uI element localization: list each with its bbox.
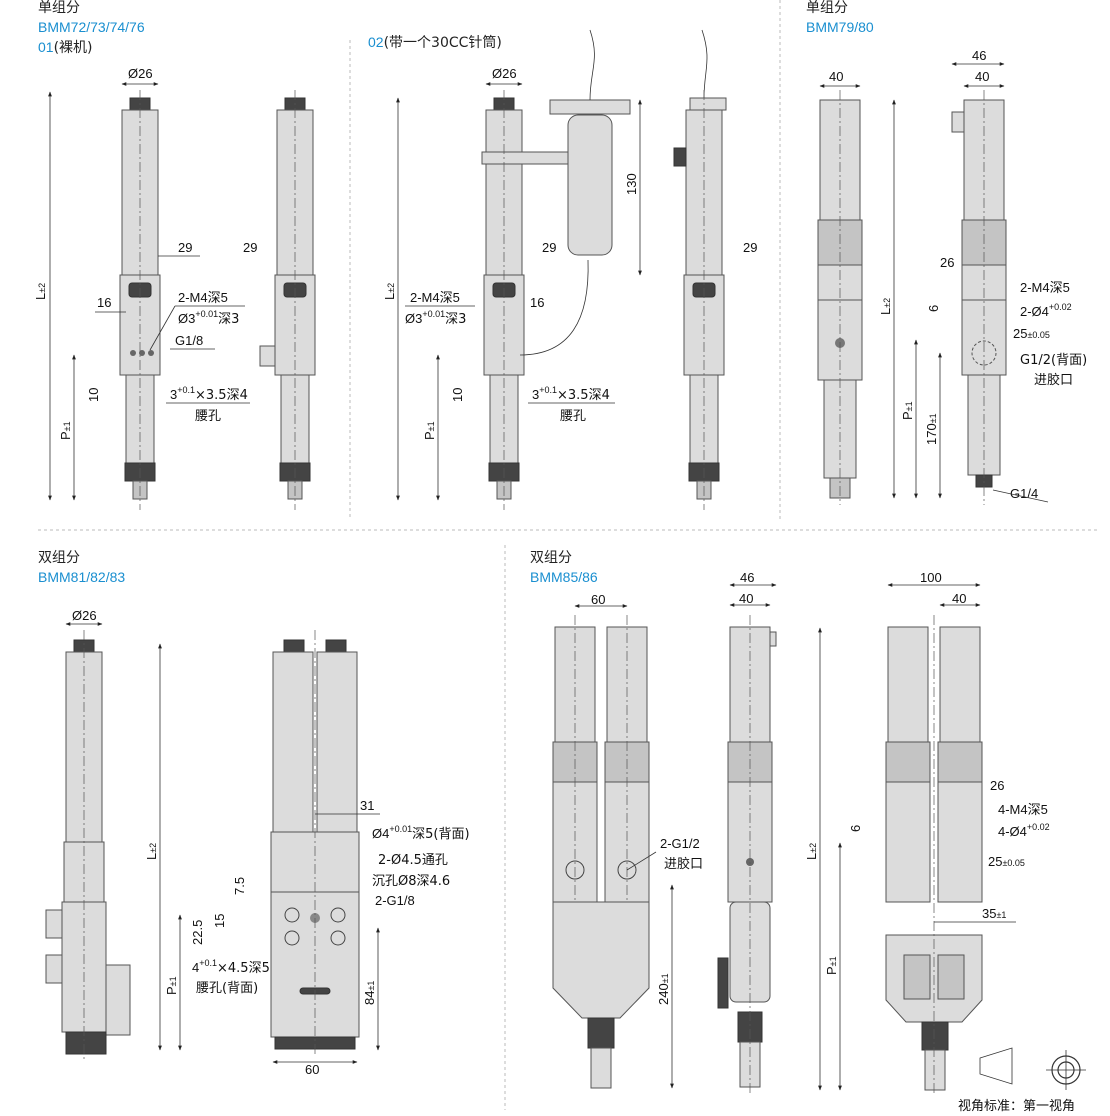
label-phi4-pair: 2-Ø4+0.02 [1020,302,1072,319]
dim-40-c: 40 [739,591,753,606]
dim-35: 35±1 [982,906,1006,921]
dim-60-b: 60 [591,592,605,607]
dim-40: 40 [829,69,843,84]
dim-dia26: Ø26 [128,66,153,81]
dim-6-b: 6 [848,825,863,832]
dim-29: 29 [178,240,192,255]
label-counterbore: 沉孔Ø8深4.6 [372,874,450,889]
dim-length-L-e: L±2 [804,843,819,860]
dim-length-L: L±2 [33,283,48,300]
leader-line [626,851,657,871]
bmm85-rear-view [885,615,983,1095]
dim-22-5: 22.5 [190,920,205,945]
dim-6: 6 [926,305,941,312]
dim-84: 84±1 [362,981,377,1005]
dim-40-b: 40 [975,69,989,84]
dim-15: 15 [212,914,227,928]
bmm81-side-view [45,630,131,1060]
section4-model-list: BMM85/86 [530,569,598,585]
dim-26: 26 [940,255,954,270]
dim-25-tol-b: 25±0.05 [988,854,1025,869]
label-g12-pair: 2-G1/2 [660,836,700,851]
dim-dia26-b: Ø26 [492,66,517,81]
dim-29-c: 29 [743,240,757,255]
bmm72-side-view [259,90,316,510]
dim-100: 100 [920,570,942,585]
bmm79-side-view [951,90,1007,505]
dim-40-d: 40 [952,591,966,606]
label-slot-4: 4+0.1×4.5深5 [192,958,270,976]
leader-line [992,489,1049,503]
dim-position-P-d: P±1 [164,976,179,995]
label-m4-depth5-b: 2-M4深5 [410,290,460,305]
dim-length-L-c: L±2 [878,298,893,315]
label-slot: 3+0.1×3.5深4 [170,385,248,403]
label-phi4-back: Ø4+0.01深5(背面) [372,824,470,842]
leader-line [149,305,176,351]
label-phi4-quad: 4-Ø4+0.02 [998,822,1050,839]
label-hole-phi3-b: Ø3+0.01深3 [405,309,466,327]
label-waist-hole: 腰孔 [195,409,221,424]
variant02-label: 02(带一个30CC针筒) [368,34,502,51]
dim-25-tol: 25±0.05 [1013,326,1050,341]
section1-model-list: BMM72/73/74/76 [38,19,145,35]
section2-model-list: BMM79/80 [806,19,874,35]
section1-group-title: 单组分 [38,0,80,16]
dim-16: 16 [97,295,111,310]
label-through-hole: 2-Ø4.5通孔 [378,853,448,868]
dim-dia26-c: Ø26 [72,608,97,623]
label-g12-back: G1/2(背面) [1020,353,1087,368]
dim-29-side: 29 [243,240,257,255]
dim-60: 60 [305,1062,319,1077]
label-m4-quad: 4-M4深5 [998,802,1048,817]
label-inlet-2: 进胶口 [664,856,703,872]
dim-10: 10 [86,388,101,402]
dim-26-b: 26 [990,778,1004,793]
dim-position-P-e: P±1 [824,956,839,975]
label-g14: G1/4 [1010,486,1038,501]
dim-46-b: 46 [740,570,754,585]
section4-group-title: 双组分 [530,550,572,566]
label-g18: G1/8 [175,333,203,348]
bmm72-syringe-side-view [673,29,727,510]
label-waist-back: 腰孔(背面) [196,981,258,996]
dim-16-b: 16 [530,295,544,310]
label-m4-depth5-c: 2-M4深5 [1020,280,1070,295]
dim-46: 46 [972,48,986,63]
dim-240: 240±1 [656,973,671,1005]
dim-7-5: 7.5 [232,877,247,895]
dim-10-b: 10 [450,388,465,402]
dim-29-b: 29 [542,240,556,255]
label-m4-depth5: 2-M4深5 [178,290,228,305]
label-waist-hole-b: 腰孔 [560,409,586,424]
label-g18-pair: 2-G1/8 [375,893,415,908]
label-slot-b: 3+0.1×3.5深4 [532,385,610,403]
dim-position-P-c: P±1 [900,401,915,420]
dim-position-P: P±1 [58,421,73,440]
dim-length-L-b: L±2 [382,283,397,300]
bmm79-front-view [817,90,863,505]
first-angle-projection-icon [979,1047,1086,1090]
bmm72-syringe-front-view [481,29,631,510]
dim-130: 130 [624,173,639,195]
dim-position-P-b: P±1 [422,421,437,440]
section3-model-list: BMM81/82/83 [38,569,125,585]
label-hole-phi3: Ø3+0.01深3 [178,309,239,327]
view-standard-label: 视角标准：第一视角 [958,1099,1075,1114]
variant01-label: 01(裸机) [38,39,93,56]
bmm85-side-view [717,615,777,1095]
bmm85-front-view [552,615,650,1089]
dim-31: 31 [360,798,374,813]
section2-group-title: 单组分 [806,0,848,16]
bmm72-front-view [119,90,161,510]
dim-170: 170±1 [924,413,939,445]
dim-length-L-d: L±2 [144,843,159,860]
label-inlet: 进胶口 [1034,372,1073,388]
bmm81-front-view [270,630,360,1055]
section3-group-title: 双组分 [38,550,80,566]
